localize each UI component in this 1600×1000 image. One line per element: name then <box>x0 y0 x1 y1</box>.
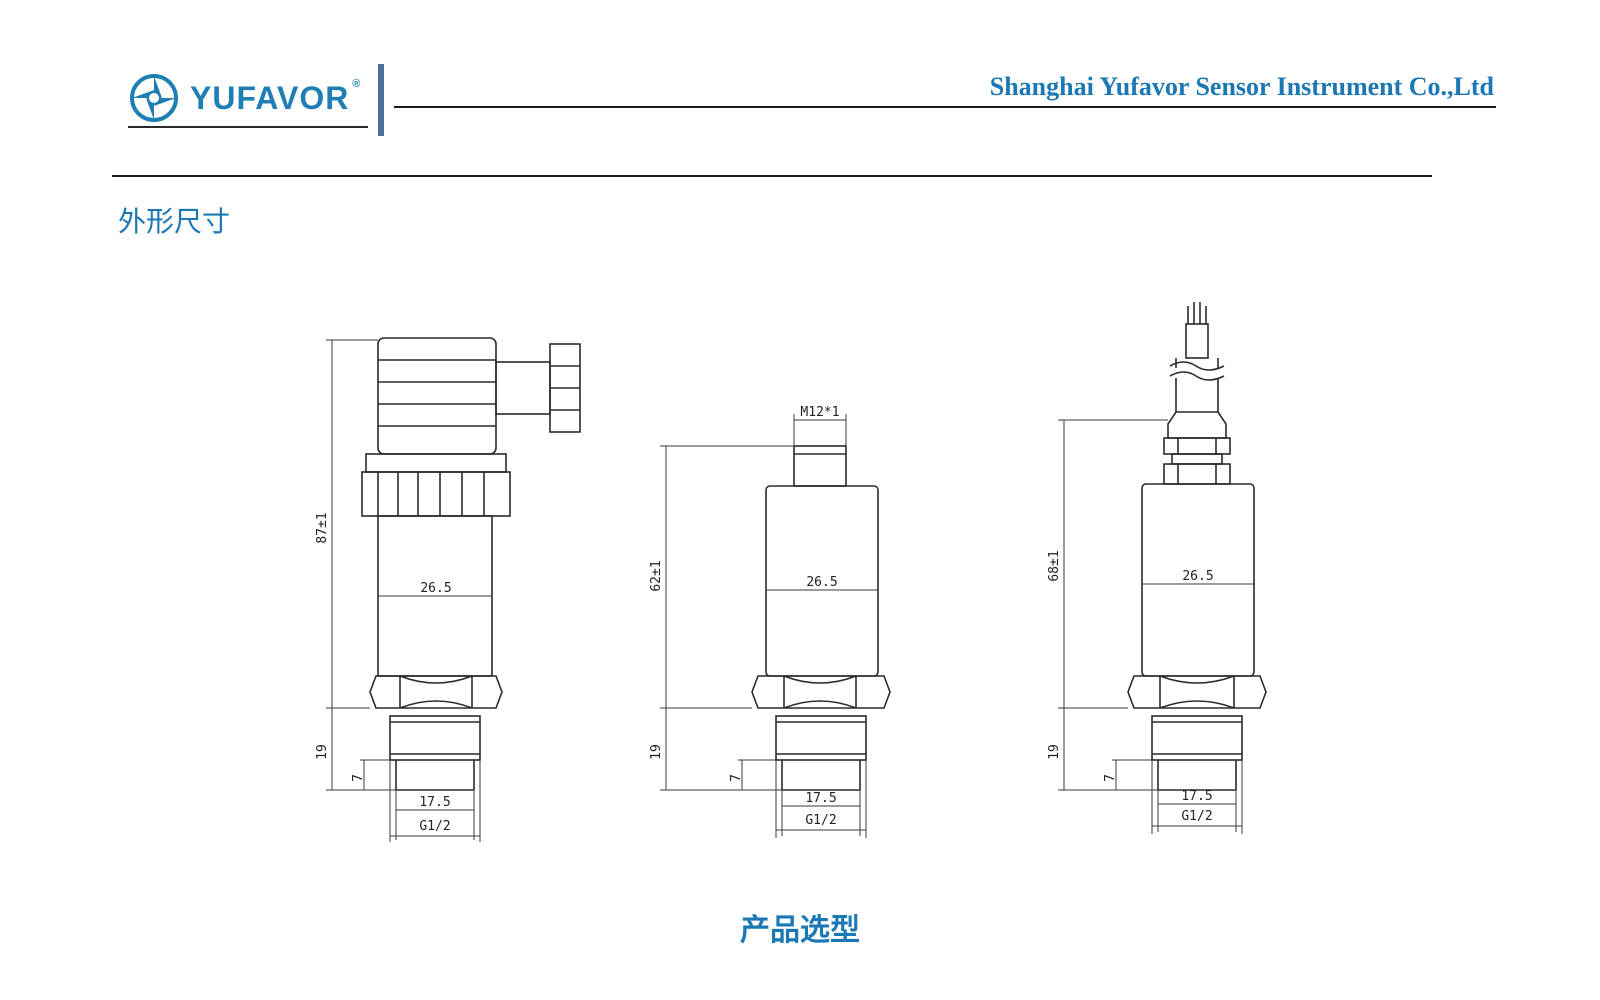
thread-dia-label: 17.5 <box>1181 789 1212 804</box>
logo-underline <box>128 126 368 128</box>
yufavor-logo-icon <box>130 74 178 122</box>
company-logo: YUFAVOR® <box>128 70 368 126</box>
thread-length-label: 19 <box>649 744 664 760</box>
thread-spec-label: G1/2 <box>419 819 450 834</box>
drawing-cable-gland: 68±1 19 7 26.5 17.5 G1/2 <box>1047 302 1267 834</box>
thread-length-label: 19 <box>1047 744 1062 760</box>
drawing-din-connector: 87±1 19 7 26.5 17.5 G1/2 <box>315 337 581 842</box>
footer-title-product-selection: 产品选型 <box>740 913 860 948</box>
thread-spec-label: G1/2 <box>805 813 836 828</box>
diameter-label: 26.5 <box>806 575 837 590</box>
connector-label: M12*1 <box>800 405 839 420</box>
height-label: 62±1 <box>649 560 664 591</box>
height-label: 68±1 <box>1047 550 1062 581</box>
registered-mark: ® <box>352 77 362 90</box>
thread-dia-label: 17.5 <box>805 791 836 806</box>
company-name: Shanghai Yufavor Sensor Instrument Co.,L… <box>989 72 1494 101</box>
drawing-m12-connector: M12*1 62±1 19 7 26.5 17.5 G1/2 <box>649 405 891 838</box>
section-rule <box>112 175 1432 177</box>
height-label: 87±1 <box>315 512 330 543</box>
diameter-label: 26.5 <box>1182 569 1213 584</box>
header-rule <box>394 106 1496 108</box>
thread-spec-label: G1/2 <box>1181 809 1212 824</box>
diameter-label: 26.5 <box>420 581 451 596</box>
logo-divider <box>378 64 384 136</box>
section-title-dimensions: 外形尺寸 <box>118 205 231 238</box>
thread-depth-label: 7 <box>351 774 366 782</box>
thread-depth-label: 7 <box>729 774 744 782</box>
thread-depth-label: 7 <box>1103 774 1118 782</box>
thread-length-label: 19 <box>315 744 330 760</box>
brand-name: YUFAVOR® <box>190 77 362 116</box>
thread-dia-label: 17.5 <box>419 795 450 810</box>
